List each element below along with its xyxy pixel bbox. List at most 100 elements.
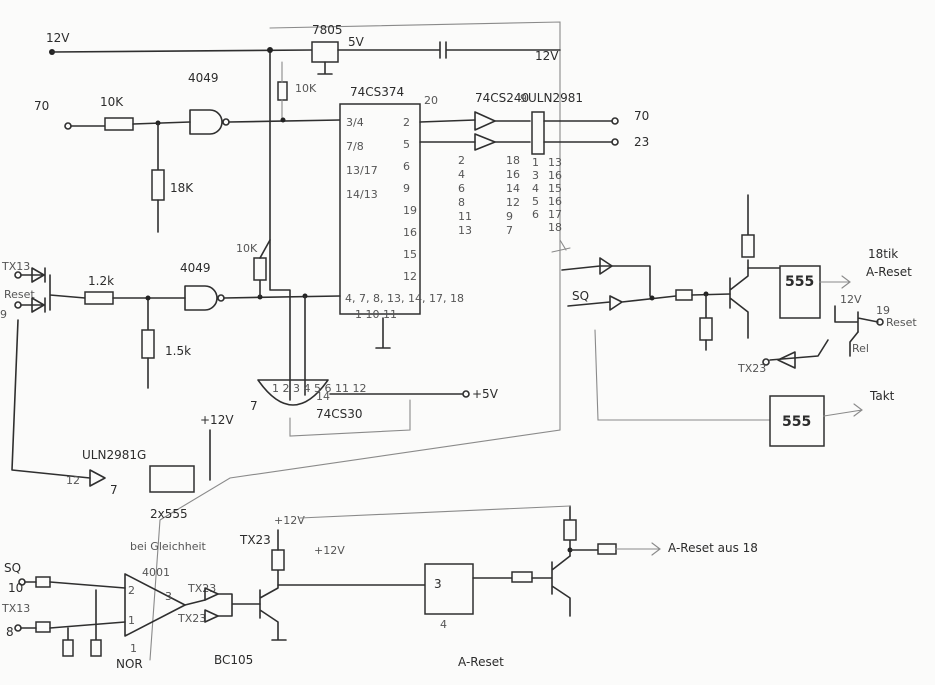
- ff-right-pin: 16: [403, 226, 417, 239]
- resistor-tx23: [271, 549, 285, 571]
- nand-gate-top: [189, 109, 223, 135]
- drv-out-pin: 16: [506, 168, 520, 181]
- ic3-pin-label: 4: [440, 618, 447, 631]
- drv-out-pin: 7: [506, 224, 513, 237]
- input-70: 70: [34, 99, 49, 113]
- tx23-c: TX23: [177, 612, 206, 625]
- ff-right-pin: 19: [403, 204, 417, 217]
- areset-top-label: A-Reset: [866, 265, 912, 279]
- r10k-b-label: 10K: [295, 82, 317, 95]
- nor-gate: [124, 573, 186, 637]
- resistor-pd-a: [62, 639, 74, 657]
- n19-label: 19: [876, 304, 890, 317]
- buffer-1: [474, 111, 496, 131]
- uln-bottom-label: ULN2981G: [82, 448, 146, 462]
- resistor-18k: [151, 169, 165, 201]
- uln-driver-bottom: [89, 469, 106, 487]
- ic-74cs374: [339, 103, 421, 315]
- n8-label: 8: [6, 625, 14, 639]
- ff-bus-pins: 4, 7, 8, 13, 14, 17, 18: [345, 292, 464, 305]
- drv-out-pin: 14: [506, 182, 520, 195]
- ff-vcc-pin: 20: [424, 94, 438, 107]
- supply-plus5v: +5V: [472, 387, 499, 401]
- sink-in-pin: 5: [532, 195, 539, 208]
- ic-uln2981: [531, 111, 545, 155]
- resistor-ic3-out: [511, 571, 533, 583]
- gate-top-label: 4049: [188, 71, 219, 85]
- r10k-a-label: 10K: [100, 95, 124, 109]
- t555-a-label: 555: [785, 274, 814, 290]
- drv-in-pin: 4: [458, 168, 465, 181]
- resistor-1-2k: [84, 291, 114, 305]
- ic-nand-label: 74CS30: [316, 407, 363, 421]
- takt-label: Takt: [869, 389, 895, 403]
- sq-bottom-label: SQ: [4, 561, 21, 575]
- areset-aus-label: A-Reset aus 18: [668, 541, 758, 555]
- sink-in-pin: 1: [532, 156, 539, 169]
- resistor-10k-c: [253, 257, 267, 281]
- resistor-final-collector: [563, 519, 577, 541]
- resistor-10k-a: [104, 117, 134, 131]
- nor-out-pin: 1: [130, 642, 137, 655]
- resistor-collector: [741, 234, 755, 258]
- dual555-label: 2x555: [150, 507, 188, 521]
- tx13-b: TX13: [1, 602, 30, 615]
- supply-plus12v-b: +12V: [274, 514, 305, 527]
- ff-right-pin: 6: [403, 160, 410, 173]
- small-12v-label: 12V: [840, 293, 862, 306]
- sink-in-pin: 6: [532, 208, 539, 221]
- sink-out-pin: 16: [548, 169, 562, 182]
- ff-right-pin: 15: [403, 248, 417, 261]
- nor-ic-label: 4001: [142, 566, 170, 579]
- n10-label: 10: [8, 581, 23, 595]
- ic-ff-label: 74CS374: [350, 85, 404, 99]
- timer-555-bottom: [769, 395, 825, 447]
- resistor-areset-out: [597, 543, 617, 555]
- nand-pins: 1 2 3 4 5 6 11 12: [272, 382, 366, 395]
- ff-right-pin: 2: [403, 116, 410, 129]
- ic-sink-label: ULN2981: [528, 91, 583, 105]
- resistor-tx13: [35, 621, 51, 633]
- nor-pin-2: 2: [128, 584, 135, 597]
- resistor-pd-b: [90, 639, 102, 657]
- nor-pin-3: 3: [165, 590, 172, 603]
- drv-in-pin: 2: [458, 154, 465, 167]
- sink-in-pin: 4: [532, 182, 539, 195]
- resistor-base-down: [699, 317, 713, 341]
- supply-5v: 5V: [348, 35, 365, 49]
- buffer-2: [474, 133, 496, 151]
- ff-bottom-pins: 1 10 11: [355, 308, 397, 321]
- ff-left-pin: 7/8: [346, 140, 364, 153]
- bc105-label: BC105: [214, 653, 253, 667]
- nor-pin-1: 1: [128, 614, 135, 627]
- drv-out-pin: 18: [506, 154, 520, 167]
- drv-in-pin: 6: [458, 182, 465, 195]
- ic3-label: 3: [434, 577, 442, 591]
- r12k-label: 1.2k: [88, 274, 114, 288]
- ic-drv-label: 74CS240: [475, 91, 529, 105]
- nand-gate-mid: [184, 285, 218, 311]
- r15k-label: 1.5k: [165, 344, 191, 358]
- ff-right-pin: 5: [403, 138, 410, 151]
- t555-b-label: 555: [782, 414, 811, 430]
- reset-small-label: Reset: [886, 316, 917, 329]
- reset-label: Reset: [4, 288, 35, 301]
- nand-left-pin: 7: [250, 399, 258, 413]
- ff-left-pin: 14/13: [346, 188, 378, 201]
- supply-plus12v-c: +12V: [314, 544, 345, 557]
- output-23: 23: [634, 135, 649, 149]
- nand-right-pin: 14: [316, 390, 330, 403]
- resistor-1-5k: [141, 329, 155, 359]
- sq-mid-label: SQ: [572, 289, 589, 303]
- ff-right-pin: 9: [403, 182, 410, 195]
- resistor-10k-b: [277, 81, 288, 101]
- areset-bottom-label: A-Reset: [458, 655, 504, 669]
- uln-top-pin: 9: [520, 92, 527, 105]
- drv-in-pin: 13: [458, 224, 472, 237]
- tx13-a: TX13: [1, 260, 30, 273]
